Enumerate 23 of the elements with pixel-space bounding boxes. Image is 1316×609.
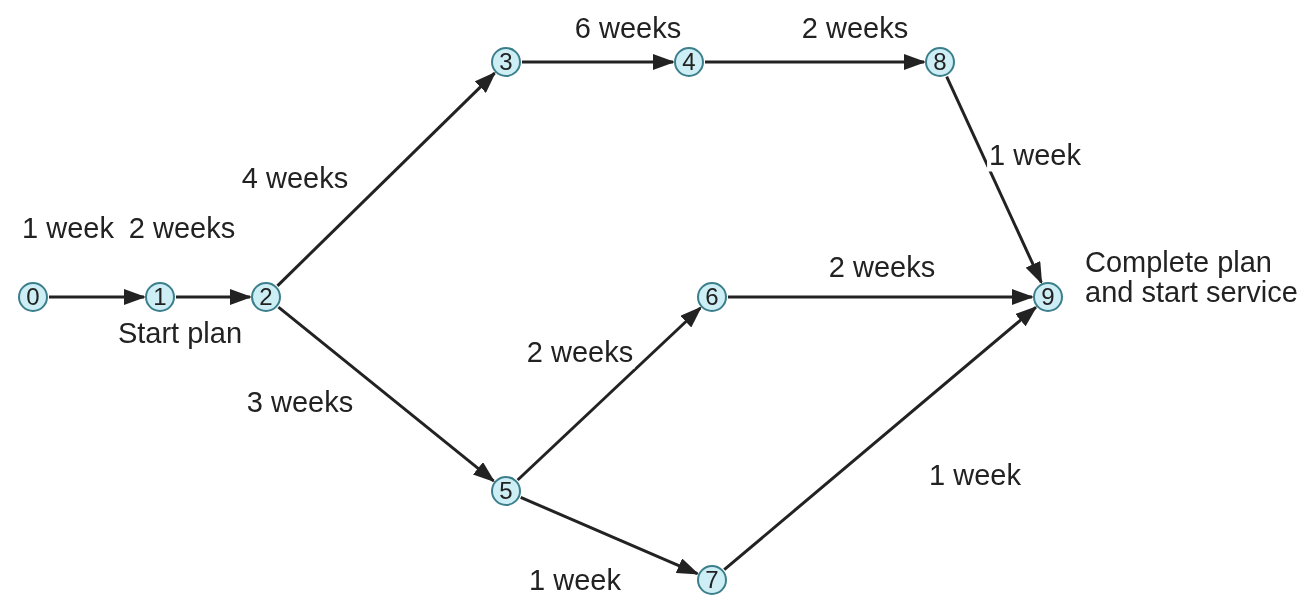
event-circle: 8 (925, 47, 955, 77)
arrow (723, 306, 1038, 571)
arrow (49, 289, 146, 305)
arrow (276, 71, 496, 287)
node-caption: Start plan (116, 318, 244, 349)
event-circle: 1 (145, 282, 175, 312)
event-circle: 4 (674, 47, 704, 77)
event-circle: 7 (697, 565, 727, 595)
event-circle: 0 (18, 282, 48, 312)
event-circle: 2 (251, 282, 281, 312)
event-circle: 9 (1033, 282, 1063, 312)
arrow (520, 495, 700, 576)
arrow (728, 289, 1034, 305)
arrow (945, 75, 1043, 285)
node-caption: Complete plan and start service (1085, 247, 1299, 308)
event-circle: 6 (697, 282, 727, 312)
event-circle: 5 (491, 476, 521, 506)
arrow (516, 306, 702, 482)
arrow (277, 305, 496, 483)
arrow (522, 54, 675, 70)
arrow (176, 289, 252, 305)
event-circle: 3 (491, 47, 521, 77)
arrow (705, 54, 926, 70)
